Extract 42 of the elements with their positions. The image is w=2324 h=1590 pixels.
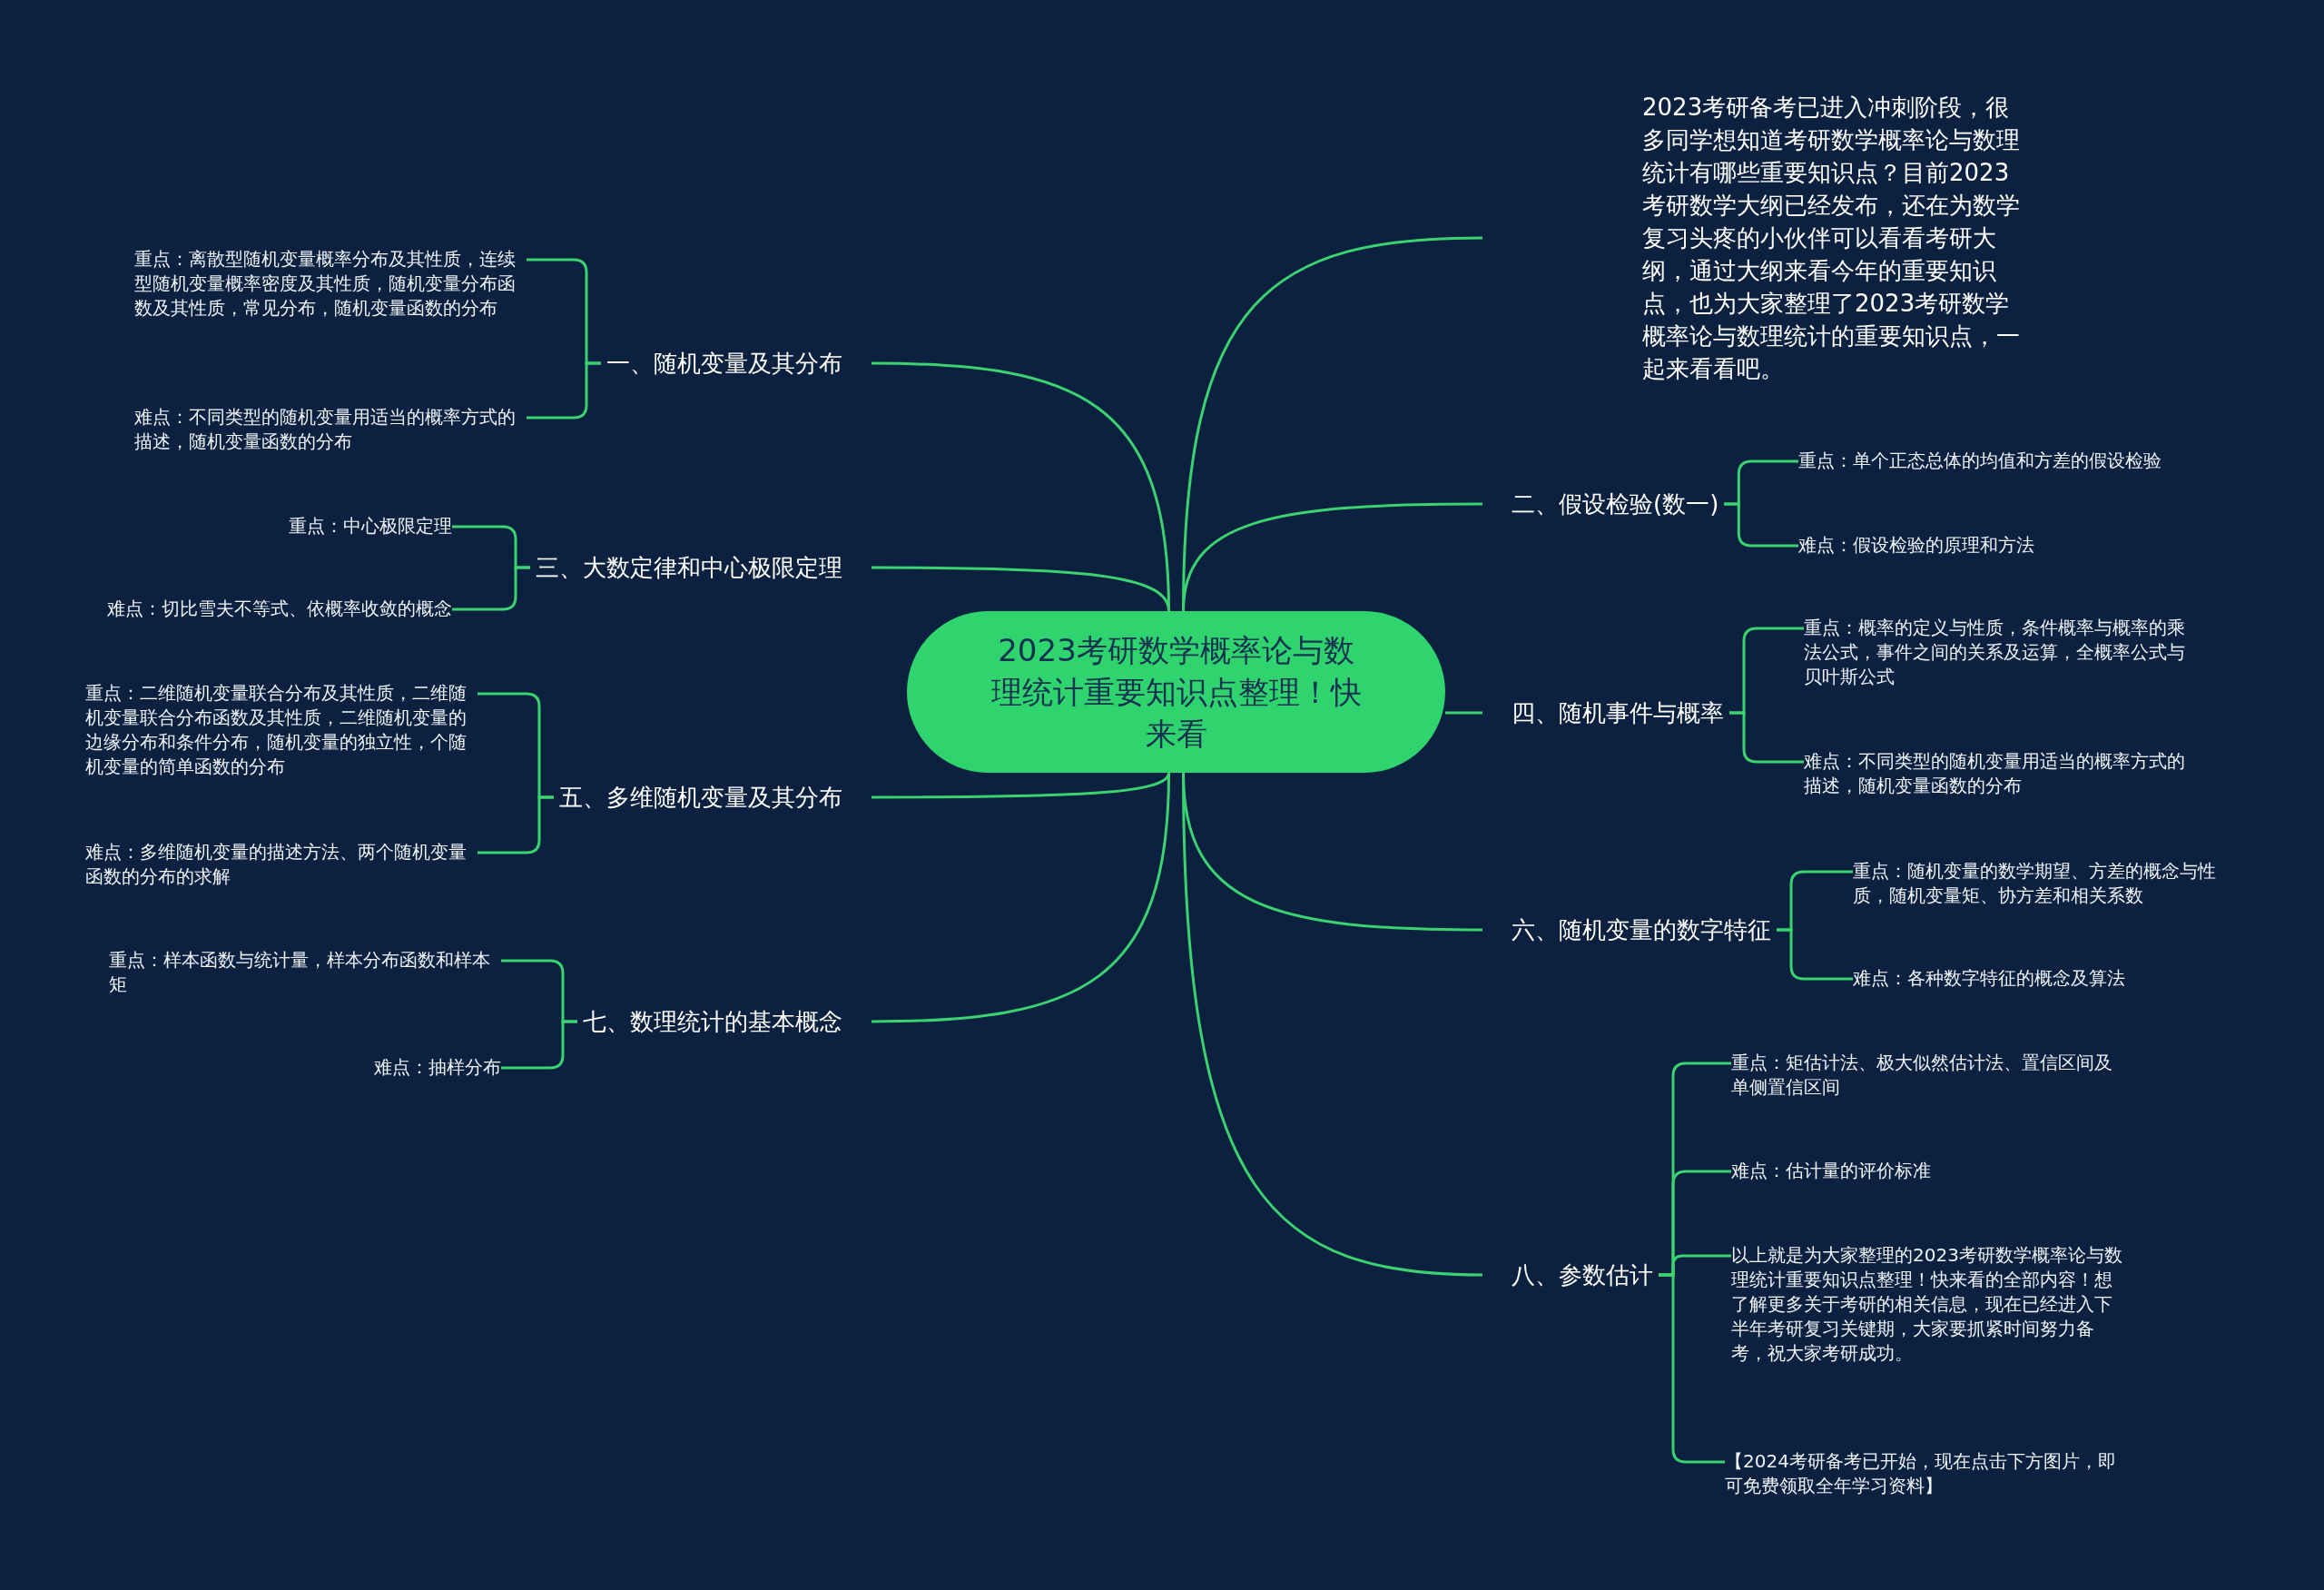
branch-connector bbox=[1182, 772, 1483, 1277]
note-text: 重点：样本函数与统计量，样本分布函数和样本矩 bbox=[109, 948, 501, 997]
bracket-connector bbox=[1724, 502, 1798, 548]
note-text: 重点：离散型随机变量概率分布及其性质，连续型随机变量概率密度及其性质，随机变量分布函数及其性质，常见分布，随机变量函数的分布 bbox=[134, 247, 527, 321]
note-text: 重点：概率的定义与性质，条件概率与概率的乘法公式，事件之间的关系及运算，全概率公式与贝叶斯公式 bbox=[1804, 616, 2196, 689]
note-text: 难点：假设检验的原理和方法 bbox=[1798, 533, 2034, 558]
bracket-connector bbox=[527, 361, 601, 420]
bracket-connector bbox=[452, 566, 530, 611]
note-text: 难点：各种数字特征的概念及算法 bbox=[1853, 966, 2125, 991]
central-topic-pill: 2023考研数学概率论与数理统计重要知识点整理！快来看 bbox=[907, 611, 1445, 773]
note-text: 重点：二维随机变量联合分布及其性质，二维随机变量联合分布函数及其性质，二维随机变量的边缘分布和条件分布，随机变量的独立性，个随机变量的简单函数的分布 bbox=[85, 681, 478, 779]
note-text: 以上就是为大家整理的2023考研数学概率论与数理统计重要知识点整理！快来看的全部内容！想了解更多关于考研的相关信息，现在已经进入下半年考研复习关键期，大家要抓紧时间努力备考，祝大家考研成功。 bbox=[1731, 1243, 2123, 1366]
branch-label: 五、多维随机变量及其分布 bbox=[554, 779, 872, 815]
branch-label: 二、假设检验(数一) bbox=[1482, 486, 1725, 522]
note-text: 【2024考研备考已开始，现在点击下方图片，即可免费领取全年学习资料】 bbox=[1725, 1449, 2117, 1498]
bracket-connector bbox=[501, 1020, 577, 1070]
bracket-connector bbox=[478, 795, 554, 854]
branch-label: 四、随机事件与概率 bbox=[1482, 695, 1729, 731]
bracket-connector bbox=[1659, 1273, 1725, 1464]
note-text: 难点：抽样分布 bbox=[374, 1055, 501, 1080]
branch-connector bbox=[872, 566, 1170, 612]
note-text: 重点：中心极限定理 bbox=[289, 514, 452, 538]
bracket-connector bbox=[1777, 928, 1853, 981]
branch-label: 三、大数定律和中心极限定理 bbox=[530, 549, 872, 586]
branch-label: 一、随机变量及其分布 bbox=[601, 345, 872, 381]
branch-connector bbox=[1445, 711, 1482, 715]
note-text: 难点：不同类型的随机变量用适当的概率方式的描述，随机变量函数的分布 bbox=[1804, 749, 2196, 798]
note-text: 难点：不同类型的随机变量用适当的概率方式的描述，随机变量函数的分布 bbox=[134, 405, 527, 454]
intro-paragraph: 2023考研备考已进入冲刺阶段，很多同学想知道考研数学概率论与数理统计有哪些重要知识点？目前2023考研数学大纲已经发布，还在为数学复习头疼的小伙伴可以看看考研大纲，通过大纲来看今年的重要知识点，也为大家整理了2023考研数学概率论与数理统计的重要知识点，一起来看看吧。 bbox=[1482, 91, 2027, 385]
branch-connector bbox=[872, 772, 1170, 799]
branch-connector bbox=[871, 772, 1170, 1023]
bracket-connector bbox=[1729, 711, 1804, 764]
note-text: 重点：矩估计法、极大似然估计法、置信区间及单侧置信区间 bbox=[1731, 1051, 2123, 1100]
branch-label: 八、参数估计 bbox=[1482, 1257, 1659, 1293]
branch-label: 六、随机变量的数字特征 bbox=[1482, 912, 1777, 948]
note-text: 难点：切比雪夫不等式、依概率收敛的概念 bbox=[107, 597, 452, 621]
note-text: 难点：估计量的评价标准 bbox=[1731, 1159, 1931, 1183]
note-text: 重点：随机变量的数学期望、方差的概念与性质，随机变量矩、协方差和相关系数 bbox=[1853, 859, 2245, 908]
branch-connector bbox=[1182, 502, 1482, 612]
branch-label: 七、数理统计的基本概念 bbox=[577, 1003, 872, 1040]
note-text: 难点：多维随机变量的描述方法、两个随机变量函数的分布的求解 bbox=[85, 840, 478, 889]
note-text: 重点：单个正态总体的均值和方差的假设检验 bbox=[1798, 449, 2162, 473]
